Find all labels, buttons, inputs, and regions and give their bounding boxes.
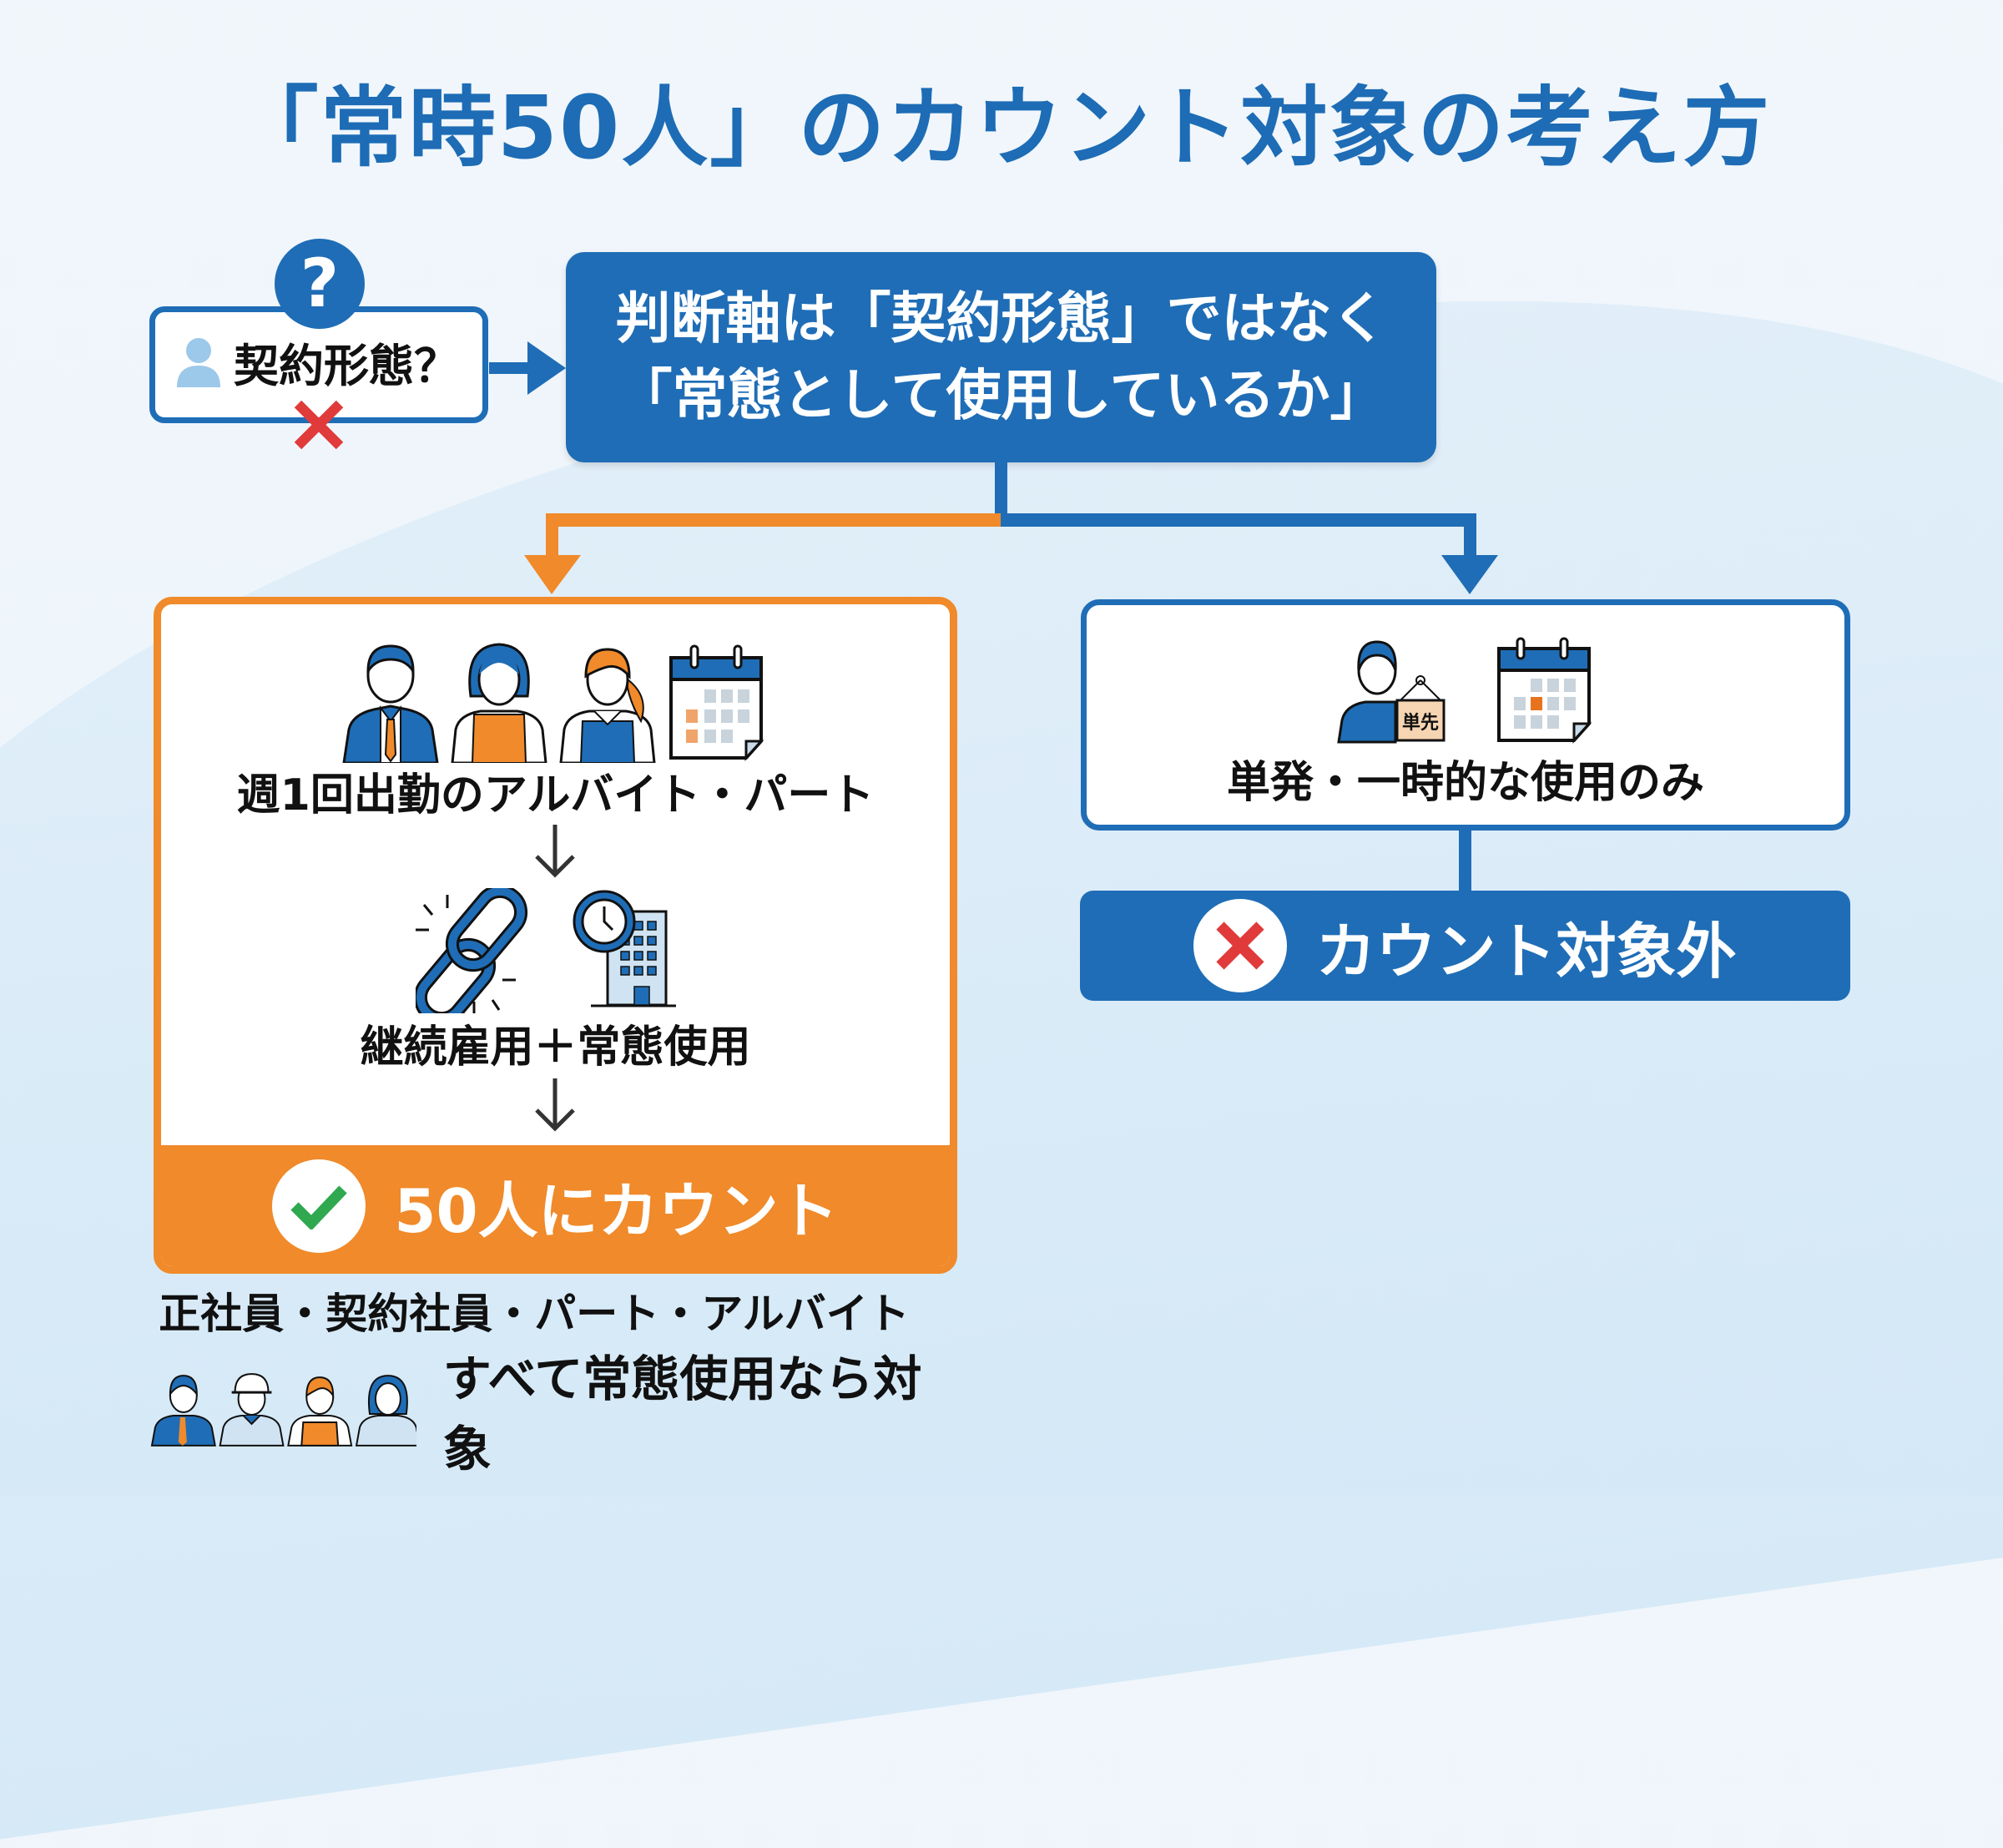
cross-icon xyxy=(1216,921,1265,970)
woman-icon xyxy=(355,1375,416,1447)
worker-icons xyxy=(150,1373,416,1447)
step2-icons xyxy=(416,888,676,1013)
cross-icon xyxy=(294,400,344,450)
page-title: 「常時50人」のカウント対象の考え方 xyxy=(231,77,1772,179)
judgment-line-2: 「常態として使用しているか」 xyxy=(617,363,1385,427)
step1-icons xyxy=(342,643,764,763)
not-counted-banner: カウント対象外 xyxy=(1080,891,1850,1001)
arrow-right-icon xyxy=(489,341,566,395)
step2-label: 継続雇用＋常態使用 xyxy=(360,1022,751,1073)
calendar-icon xyxy=(669,644,764,761)
contract-type-label: 契約形態？ xyxy=(234,339,459,392)
arrow-down-icon xyxy=(535,825,575,878)
apron-worker-icon xyxy=(287,1376,353,1447)
calendar-icon xyxy=(1497,637,1592,744)
check-icon xyxy=(290,1185,348,1229)
temporary-use-label: 単発・一時的な使用のみ xyxy=(1226,758,1704,808)
clock-building-icon xyxy=(573,890,676,1007)
count-result-banner: 50人にカウント xyxy=(161,1145,950,1266)
judgment-line-1: 判断軸は「契約形態」ではなく xyxy=(615,286,1387,351)
check-badge xyxy=(272,1159,366,1253)
helmet-worker-icon xyxy=(219,1373,285,1447)
not-counted-label: カウント対象外 xyxy=(1315,916,1737,987)
temporary-use-box: 単先 単発・一時的な使用のみ xyxy=(1081,599,1850,831)
person-with-sign-icon: 単先 xyxy=(1337,640,1445,744)
cross-badge xyxy=(1193,899,1288,992)
arrow-down-icon xyxy=(535,1078,575,1132)
businessman-icon xyxy=(342,644,439,763)
chain-link-icon xyxy=(416,888,528,1013)
all-counted-row: すべて常態使用なら対象 xyxy=(150,1340,968,1480)
sign-text: 単先 xyxy=(1402,712,1439,734)
step1-label: 週1回出勤のアルバイト・パート xyxy=(236,770,875,820)
employment-types-line: 正社員・契約社員・パート・アルバイト xyxy=(159,1290,910,1338)
judgment-criteria-box: 判断軸は「契約形態」ではなく 「常態として使用しているか」 xyxy=(566,252,1436,462)
ponytail-worker-icon xyxy=(559,648,656,763)
woman-apron-icon xyxy=(451,643,547,763)
count-target-box: 週1回出勤のアルバイト・パート 継続雇用＋常態使用 xyxy=(154,597,957,1274)
businessman-icon xyxy=(150,1375,216,1447)
count-result-label: 50人にカウント xyxy=(394,1176,839,1246)
person-icon xyxy=(177,338,220,387)
contract-type-label-row: 契約形態？ xyxy=(175,332,476,392)
question-icon: ? xyxy=(275,239,365,329)
temporary-use-icons: 単先 xyxy=(1337,637,1592,744)
all-counted-label: すべて常態使用なら対象 xyxy=(442,1351,922,1477)
